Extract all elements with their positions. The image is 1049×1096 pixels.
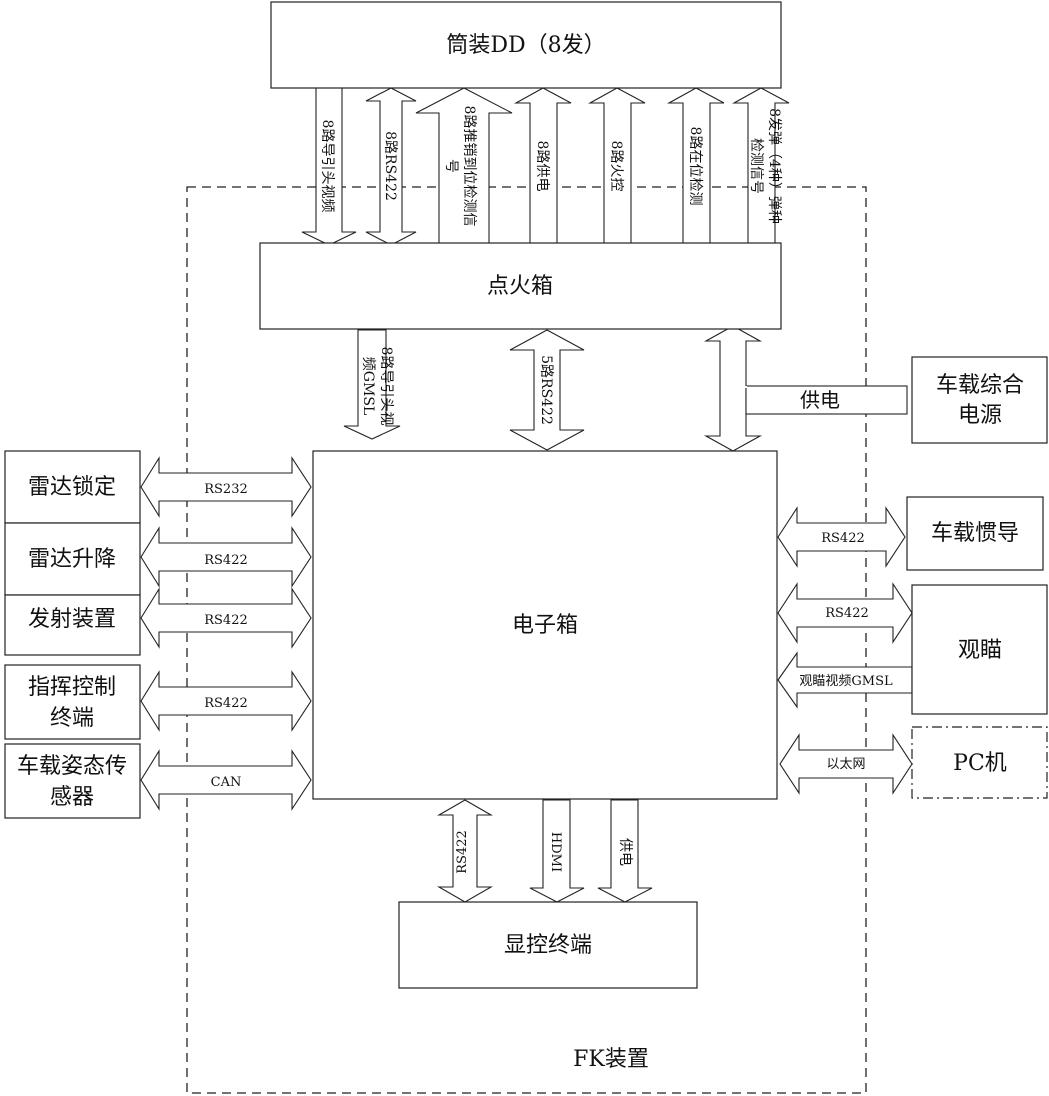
display-box-label: 显控终端: [504, 933, 592, 958]
ignition-gmsl-label-2: 频GMSL: [360, 357, 376, 415]
ins-link: RS422: [777, 506, 906, 568]
pc-link-label: 以太网: [826, 757, 865, 772]
launcher-link-label: RS422: [204, 613, 248, 628]
fk-device-boundary: [186, 186, 867, 1094]
dd-power-label: 8路供电: [534, 141, 550, 192]
launcher-label: 发射装置: [28, 607, 116, 632]
command-link-label: RS422: [204, 696, 248, 711]
command-label-2: 终端: [50, 706, 94, 731]
ins-box: [906, 496, 1044, 571]
ignition-gmsl-link: 8路导引头视 频GMSL: [343, 329, 401, 440]
radar-lock-box: [4, 450, 141, 524]
pc-link: 以太网: [779, 733, 913, 795]
attitude-box: [4, 743, 141, 819]
dd-type-label-1: 8发弹（4种）弹种: [766, 108, 782, 224]
attitude-link: CAN: [140, 749, 312, 811]
ins-label: 车载惯导: [931, 521, 1019, 546]
dd-box-label: 筒装DD（8发）: [446, 33, 605, 58]
display-rs422-label: RS422: [455, 830, 470, 874]
dd-rs422-label: 8路RS422: [382, 131, 398, 201]
electronic-box: [312, 450, 778, 800]
dd-push-label-2: 号: [443, 159, 459, 173]
radar-lock-link: RS232: [140, 456, 312, 518]
sight-link-label: RS422: [825, 606, 869, 621]
display-power-label: 供电: [617, 838, 633, 866]
launcher-box: [4, 594, 141, 656]
power-label: 供电: [800, 388, 840, 412]
attitude-label-1: 车载姿态传: [17, 754, 127, 779]
command-label-1: 指挥控制: [28, 675, 116, 700]
dd-fire-link: 8路火控: [587, 87, 646, 246]
radar-lock-label: 雷达锁定: [28, 475, 116, 500]
ignition-box: [259, 242, 782, 330]
display-box: [398, 901, 698, 989]
power-source-box: [911, 356, 1048, 444]
dd-push-detect-link: 8路推销到位检测信 号: [415, 87, 513, 246]
command-link: RS422: [140, 670, 312, 732]
command-box: [4, 664, 141, 740]
dd-type-label-2: 检测信号: [748, 138, 764, 194]
display-hdmi-link: HDMI: [529, 799, 585, 903]
dd-type-link: 8发弹（4种）弹种 检测信号: [731, 87, 790, 246]
attitude-link-label: CAN: [211, 775, 242, 790]
dd-rs422-link: 8路RS422: [365, 87, 417, 246]
dd-video-label: 8路导引头视频: [319, 120, 335, 213]
display-hdmi-label: HDMI: [548, 832, 563, 872]
ins-link-label: RS422: [821, 531, 865, 546]
ignition-power-link: 供电: [703, 325, 908, 452]
radar-lock-link-label: RS232: [204, 482, 248, 497]
fk-device-label: FK装置: [573, 1047, 649, 1072]
power-source-label-1: 车载综合: [936, 373, 1024, 398]
electronic-box-label: 电子箱: [512, 613, 578, 638]
ignition-gmsl-label-1: 8路导引头视: [378, 347, 394, 426]
sight-label: 观瞄: [958, 638, 1002, 663]
ignition-rs422-link: 5路RS422: [509, 329, 585, 451]
display-power-link: 供电: [597, 799, 653, 903]
launcher-link: RS422: [140, 587, 312, 649]
display-rs422-link: RS422: [436, 799, 494, 903]
radar-lift-box: [4, 522, 141, 596]
dd-fire-label: 8路火控: [608, 141, 624, 192]
power-source-label-2: 电源: [958, 403, 1002, 428]
pc-box: [911, 726, 1048, 799]
dd-power-link: 8路供电: [513, 87, 572, 246]
dd-inplace-link: 8路在位检测: [666, 87, 725, 246]
sight-video-link: 观瞄视频GMSL: [777, 651, 913, 709]
ignition-box-label: 点火箱: [487, 274, 553, 299]
radar-lift-link-label: RS422: [204, 553, 248, 568]
dd-inplace-label: 8路在位检测: [687, 127, 703, 206]
sight-video-link-label: 观瞄视频GMSL: [799, 674, 893, 689]
ignition-rs422-label: 5路RS422: [538, 355, 554, 425]
dd-box: [270, 1, 782, 89]
dd-push-label-1: 8路推销到位检测信: [461, 106, 477, 227]
radar-lift-link: RS422: [140, 526, 312, 588]
sight-box: [911, 584, 1048, 715]
sight-link: RS422: [777, 582, 913, 644]
dd-video-link: 8路导引头视频: [301, 87, 357, 246]
radar-lift-label: 雷达升降: [28, 547, 116, 572]
pc-label: PC机: [953, 751, 1007, 776]
attitude-label-2: 感器: [50, 785, 94, 810]
